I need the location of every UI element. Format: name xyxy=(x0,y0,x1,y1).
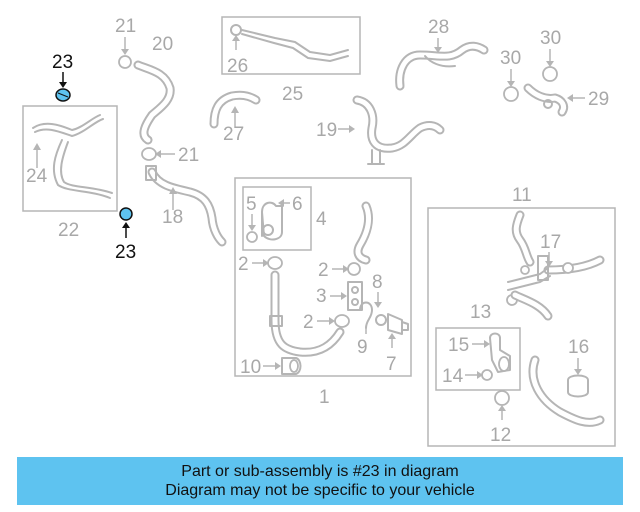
part-2-clamp-left: 2 xyxy=(238,254,283,275)
part-24-hose: 24 xyxy=(26,114,113,199)
banner-line-2: Diagram may not be specific to your vehi… xyxy=(165,482,475,499)
part-21-clamp-upper: 21 xyxy=(115,16,136,69)
parts-diagram: 23 24 22 23 21 20 21 xyxy=(22,16,616,447)
part-16-fitting: 16 xyxy=(567,337,589,398)
part-18-pipe: 18 xyxy=(145,165,227,247)
callout-28: 28 xyxy=(428,17,449,38)
callout-30-left: 30 xyxy=(500,48,521,69)
callout-21-lower: 21 xyxy=(178,145,199,166)
part-17-tee: 17 xyxy=(540,232,561,267)
part-9-clip: 9 xyxy=(357,301,373,358)
callout-12: 12 xyxy=(490,425,511,446)
part-2-clamp-middle: 2 xyxy=(318,260,361,281)
part-6-flange: 6 xyxy=(261,194,303,241)
callout-2-left: 2 xyxy=(238,254,249,275)
callout-5: 5 xyxy=(246,194,257,215)
callout-30-right: 30 xyxy=(540,28,561,49)
callout-15: 15 xyxy=(448,335,469,356)
callout-7: 7 xyxy=(386,354,397,375)
callout-3: 3 xyxy=(316,286,327,307)
callout-23-upper: 23 xyxy=(52,52,73,73)
callout-27: 27 xyxy=(223,124,244,145)
part-29-pipe: 29 xyxy=(523,83,609,117)
callout-10: 10 xyxy=(240,357,261,378)
callout-29: 29 xyxy=(588,89,609,110)
callout-9: 9 xyxy=(357,337,368,358)
callout-24: 24 xyxy=(26,166,48,187)
callout-16: 16 xyxy=(568,337,589,358)
part-8-fitting: 8 xyxy=(372,272,383,308)
part-28-hose: 28 xyxy=(395,17,489,91)
part-19-hose: 19 xyxy=(316,95,445,165)
box-11 xyxy=(427,207,616,447)
callout-25: 25 xyxy=(282,84,303,105)
box-1 xyxy=(234,177,412,377)
part-23-upper-clamp[interactable]: 23 xyxy=(52,52,73,102)
callout-11: 11 xyxy=(512,185,532,206)
part-3-connector: 3 xyxy=(316,281,363,311)
part-10-connector: 10 xyxy=(240,357,302,378)
box-25 xyxy=(221,16,361,75)
part-21-clamp-lower: 21 xyxy=(141,145,199,166)
part-14-seal: 14 xyxy=(442,366,493,387)
part-20-hose: 20 xyxy=(133,34,175,145)
banner-line-1: Part or sub-assembly is #23 in diagram xyxy=(181,463,459,480)
info-banner: Part or sub-assembly is #23 in diagram D… xyxy=(17,457,623,505)
part-7-sensor: 7 xyxy=(375,313,409,375)
part-30-clamp: 30 30 xyxy=(500,28,561,102)
part-2-clamp-lower: 2 xyxy=(303,312,350,333)
part-pipe-box1 xyxy=(269,270,345,357)
box-13 xyxy=(435,327,521,391)
callout-17: 17 xyxy=(540,232,561,253)
callout-21-upper: 21 xyxy=(115,16,136,37)
callout-1: 1 xyxy=(319,387,330,408)
callout-23-lower: 23 xyxy=(115,242,136,263)
callout-18: 18 xyxy=(162,207,183,228)
box-22 xyxy=(22,105,118,212)
callout-13: 13 xyxy=(470,302,491,323)
callout-8: 8 xyxy=(372,272,383,293)
callout-14: 14 xyxy=(442,366,464,387)
callout-20: 20 xyxy=(152,34,173,55)
callout-2-middle: 2 xyxy=(318,260,329,281)
callout-4: 4 xyxy=(316,209,327,230)
callout-19: 19 xyxy=(316,120,337,141)
callout-6: 6 xyxy=(292,194,303,215)
part-23-lower-clamp[interactable]: 23 xyxy=(115,207,136,263)
part-hose-box1 xyxy=(353,201,373,265)
part-26-pipe: 26 xyxy=(227,24,349,77)
box-4 xyxy=(242,186,312,251)
part-hose-box11 xyxy=(528,355,605,427)
part-5-seal: 5 xyxy=(246,194,258,243)
callout-26: 26 xyxy=(227,56,248,77)
part-15-elbow: 15 xyxy=(448,332,511,373)
part-12-clamp: 12 xyxy=(490,390,511,446)
callout-2-lower: 2 xyxy=(303,312,314,333)
callout-22: 22 xyxy=(58,220,79,241)
part-27-hose: 27 xyxy=(209,90,261,145)
part-11-pipe xyxy=(506,210,605,321)
